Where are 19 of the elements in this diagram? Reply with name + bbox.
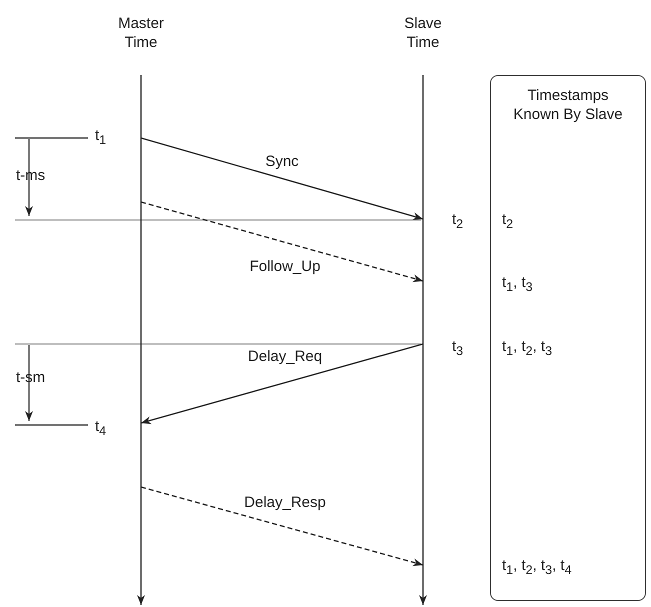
edge-label: Follow_Up bbox=[248, 258, 322, 276]
timestamp-list: t$_{2}$ bbox=[502, 211, 514, 233]
message-arrow bbox=[140, 343, 424, 424]
message-arrow bbox=[140, 201, 424, 282]
timestamp-label: t$_{2}$ bbox=[452, 211, 464, 233]
timestamp-label: t$_{3}$ bbox=[452, 338, 464, 360]
panel-heading: Timestamps Known By Slave bbox=[512, 86, 624, 124]
timestamp-list: t$_{1}$, t$_{3}$ bbox=[502, 274, 533, 296]
edge-label: Delay_Resp bbox=[242, 494, 328, 512]
edge-label: Sync bbox=[263, 153, 301, 171]
lifeline-label: Slave Time bbox=[403, 14, 443, 52]
timestamp-list: t$_{1}$, t$_{2}$, t$_{3}$ bbox=[502, 338, 552, 360]
message-arrow bbox=[140, 137, 424, 220]
timestamp-label: t$_{4}$ bbox=[95, 418, 106, 440]
timestamp-label: t$_{1}$ bbox=[95, 127, 106, 149]
timestamp-list: t$_{1}$, t$_{2}$, t$_{3}$, t$_{4}$ bbox=[502, 557, 572, 579]
message-arrow bbox=[140, 486, 424, 566]
lifeline-label: Master Time bbox=[117, 14, 165, 52]
timestamps-panel bbox=[490, 75, 646, 601]
